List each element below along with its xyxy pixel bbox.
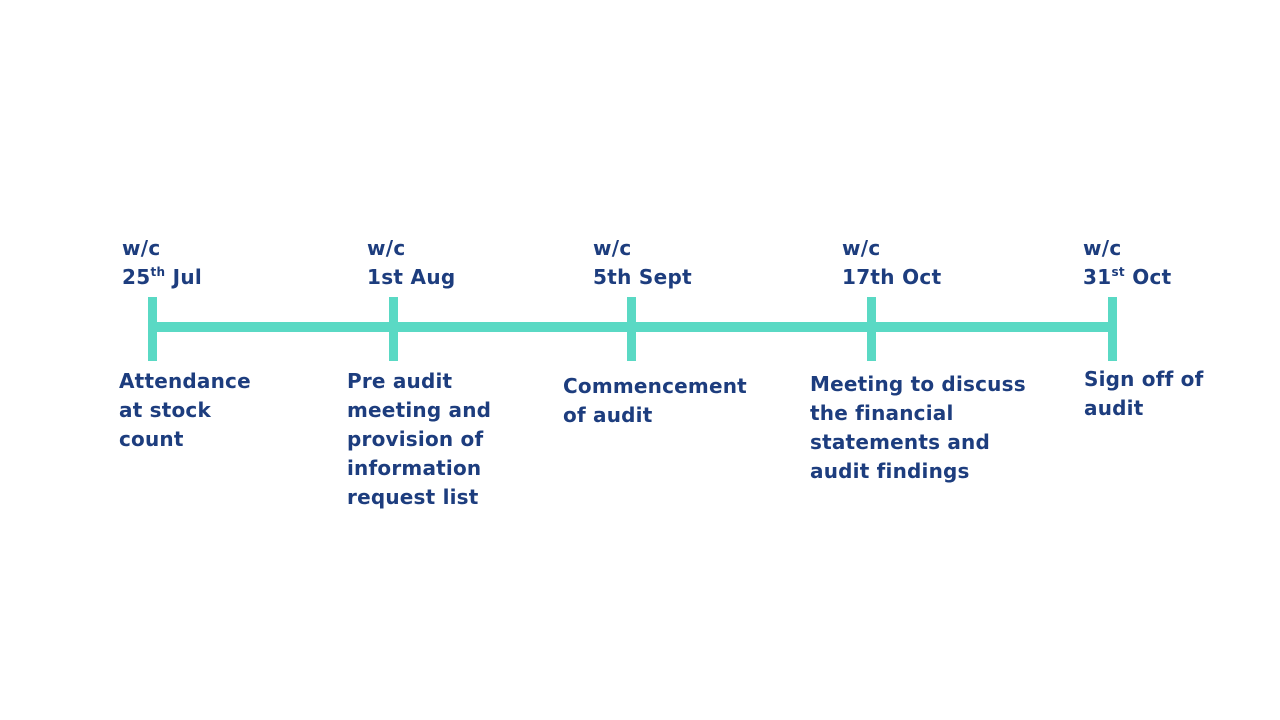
milestone-description: Sign off of audit <box>1084 365 1204 423</box>
milestone-description: Meeting to discuss the financial stateme… <box>810 370 1026 486</box>
description-line: statements and <box>810 430 991 454</box>
milestone-description: Commencement of audit <box>563 372 747 430</box>
description-line: Attendance <box>119 369 251 393</box>
milestone-date: w/c 31st Oct <box>1083 234 1172 292</box>
date-prefix: w/c <box>122 236 161 260</box>
description-line: request list <box>347 485 479 509</box>
timeline-tick <box>627 297 636 361</box>
description-line: at stock <box>119 398 211 422</box>
description-line: audit <box>1084 396 1144 420</box>
milestone-date: w/c 17th Oct <box>842 234 941 292</box>
timeline-tick <box>867 297 876 361</box>
date-month: Jul <box>172 265 203 289</box>
description-line: audit findings <box>810 459 970 483</box>
description-line: Pre audit <box>347 369 453 393</box>
milestone-description: Attendance at stock count <box>119 367 251 454</box>
description-line: of audit <box>563 403 653 427</box>
date-month: Oct <box>902 265 942 289</box>
description-line: information <box>347 456 482 480</box>
timeline-tick <box>389 297 398 361</box>
date-day: 5th <box>593 265 632 289</box>
date-ordinal: th <box>150 265 166 279</box>
description-line: Meeting to discuss <box>810 372 1026 396</box>
timeline-tick <box>1108 297 1117 361</box>
description-line: provision of <box>347 427 484 451</box>
milestone-description: Pre audit meeting and provision of infor… <box>347 367 491 512</box>
description-line: Commencement <box>563 374 747 398</box>
date-month: Sept <box>638 265 692 289</box>
date-month: Oct <box>1132 265 1172 289</box>
date-prefix: w/c <box>593 236 632 260</box>
milestone-date: w/c 25th Jul <box>122 234 202 292</box>
date-day: 25 <box>122 265 151 289</box>
date-ordinal: st <box>1111 265 1125 279</box>
description-line: Sign off of <box>1084 367 1204 391</box>
date-prefix: w/c <box>367 236 406 260</box>
description-line: meeting and <box>347 398 492 422</box>
timeline-tick <box>148 297 157 361</box>
date-month: Aug <box>410 265 456 289</box>
description-line: the financial <box>810 401 954 425</box>
date-day: 17th <box>842 265 895 289</box>
date-prefix: w/c <box>1083 236 1122 260</box>
date-prefix: w/c <box>842 236 881 260</box>
milestone-date: w/c 1st Aug <box>367 234 455 292</box>
date-day: 31 <box>1083 265 1112 289</box>
milestone-date: w/c 5th Sept <box>593 234 692 292</box>
date-day: 1st <box>367 265 404 289</box>
description-line: count <box>119 427 184 451</box>
